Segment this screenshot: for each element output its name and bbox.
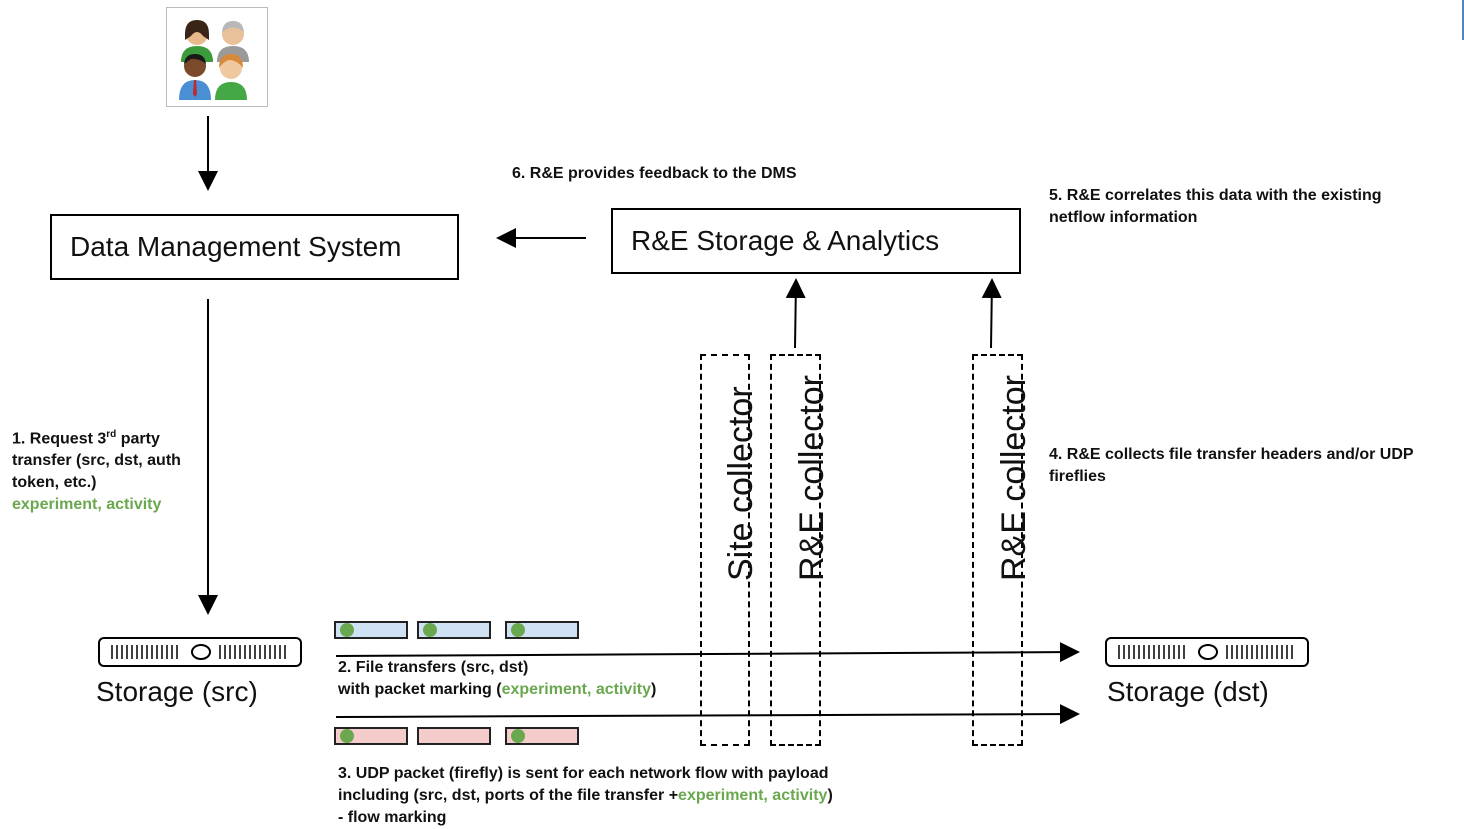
step2-line2a: with packet marking ( [338,681,502,698]
step3-line3: - flow marking [338,809,447,826]
step1-prefix: 1. Request 3 [12,430,107,448]
marked-packet [334,621,408,639]
storage-src-label: Storage (src) [96,676,258,707]
step5-line1: 5. R&E correlates this data with the exi… [1049,187,1382,204]
step2-line2: with packet marking (experiment, activit… [338,679,656,701]
step2-line2b: ) [651,681,657,698]
re-collector-1-label: R&E collector [792,375,831,581]
marked-packet [417,621,491,639]
storage-dst-label: Storage (dst) [1107,676,1269,707]
people-icon [166,7,268,107]
step2-green: experiment, activity [501,681,651,698]
site-collector-label: Site collector [722,386,760,581]
server-icon [1105,637,1309,667]
firefly-dot-icon [423,623,437,637]
re-collector-1: R&E collector [770,354,831,746]
udp-packet [505,727,579,745]
udp-packet [417,727,491,745]
firefly-dot-icon [340,729,354,743]
step6-note: 6. R&E provides feedback to the DMS [512,165,797,182]
dms-label: Data Management System [70,231,402,262]
firefly-dot-icon [340,623,354,637]
re-storage-label: R&E Storage & Analytics [631,225,940,256]
arrow-collector1-up [785,278,806,349]
step4-line2: fireflies [1049,468,1106,485]
step3-line2a: including (src, dst, ports of the file t… [338,787,679,804]
server-icon [98,637,302,667]
re-storage-analytics-box: R&E Storage & Analytics [611,208,1021,274]
slide-edge-line [1462,0,1464,40]
data-management-system-box: Data Management System [50,214,459,280]
step1-line2: transfer (src, dst, auth [12,452,181,470]
step4-note: 4. R&E collects file transfer headers an… [1049,444,1414,488]
firefly-dot-icon [511,729,525,743]
marked-packet [505,621,579,639]
step1-sup: rd [106,429,117,440]
firefly-dot-icon [511,623,525,637]
arrow-transfer [335,642,1080,663]
step2-note: 2. File transfers (src, dst) with packet… [338,657,656,701]
step1-green: experiment, activity [12,496,162,514]
step4-line1: 4. R&E collects file transfer headers an… [1049,446,1414,463]
site-collector: Site collector [700,354,760,746]
step3-line2: including (src, dst, ports of the file t… [338,785,833,807]
step2-line1: 2. File transfers (src, dst) [338,659,529,676]
udp-packet [334,727,408,745]
arrow-firefly [335,704,1080,725]
re-collector-2: R&E collector [972,354,1033,746]
re-collector-2-label: R&E collector [994,375,1033,581]
step5-line2: netflow information [1049,209,1198,226]
step1-note: 1. Request 3rd party transfer (src, dst,… [12,424,181,516]
step3-line2b: ) [827,787,833,804]
step3-note: 3. UDP packet (firefly) is sent for each… [338,763,833,829]
step5-note: 5. R&E correlates this data with the exi… [1049,185,1382,229]
step1-rest: party [116,430,160,448]
step1-line1: 1. Request 3rd party [12,424,181,450]
step3-green: experiment, activity [678,787,828,804]
arrow-collector2-up [981,278,1002,349]
step3-line1: 3. UDP packet (firefly) is sent for each… [338,765,829,782]
step1-line3: token, etc.) [12,474,97,492]
